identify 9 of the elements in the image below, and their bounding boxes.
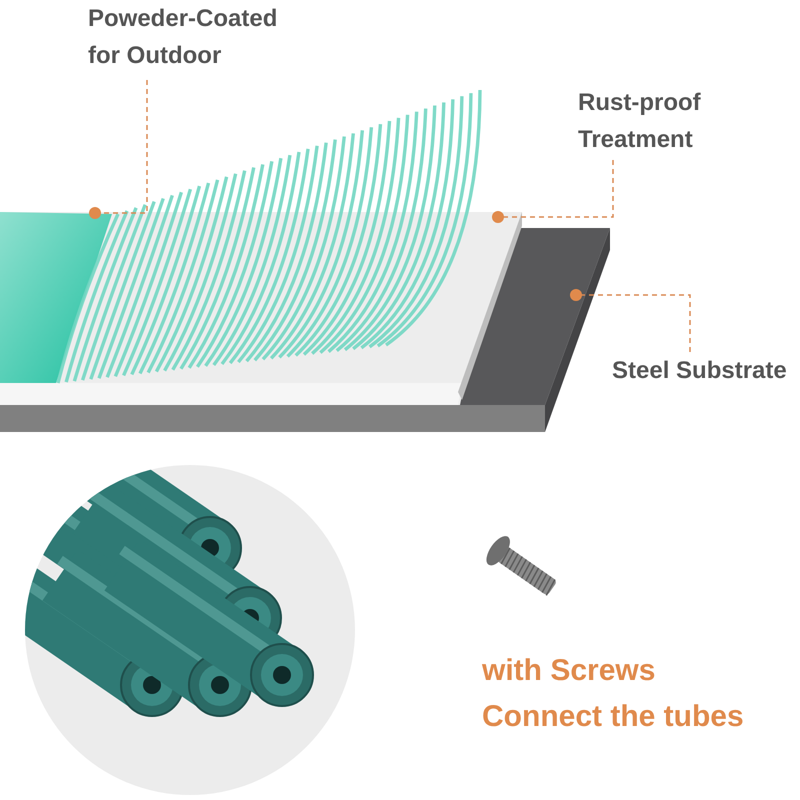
leader-line <box>492 160 614 223</box>
steel-substrate-layer <box>0 228 610 432</box>
leader-line <box>570 289 691 352</box>
callout-label: Steel Substrate <box>612 352 797 389</box>
caption-text: with Screws Connect the tubes <box>482 653 745 735</box>
callout-label: Rust-proof Treatment <box>578 84 728 158</box>
powder-coating-layer <box>0 90 482 384</box>
callout-label: Poweder-Coated for Outdoor <box>88 0 303 74</box>
leader-line <box>89 80 148 219</box>
